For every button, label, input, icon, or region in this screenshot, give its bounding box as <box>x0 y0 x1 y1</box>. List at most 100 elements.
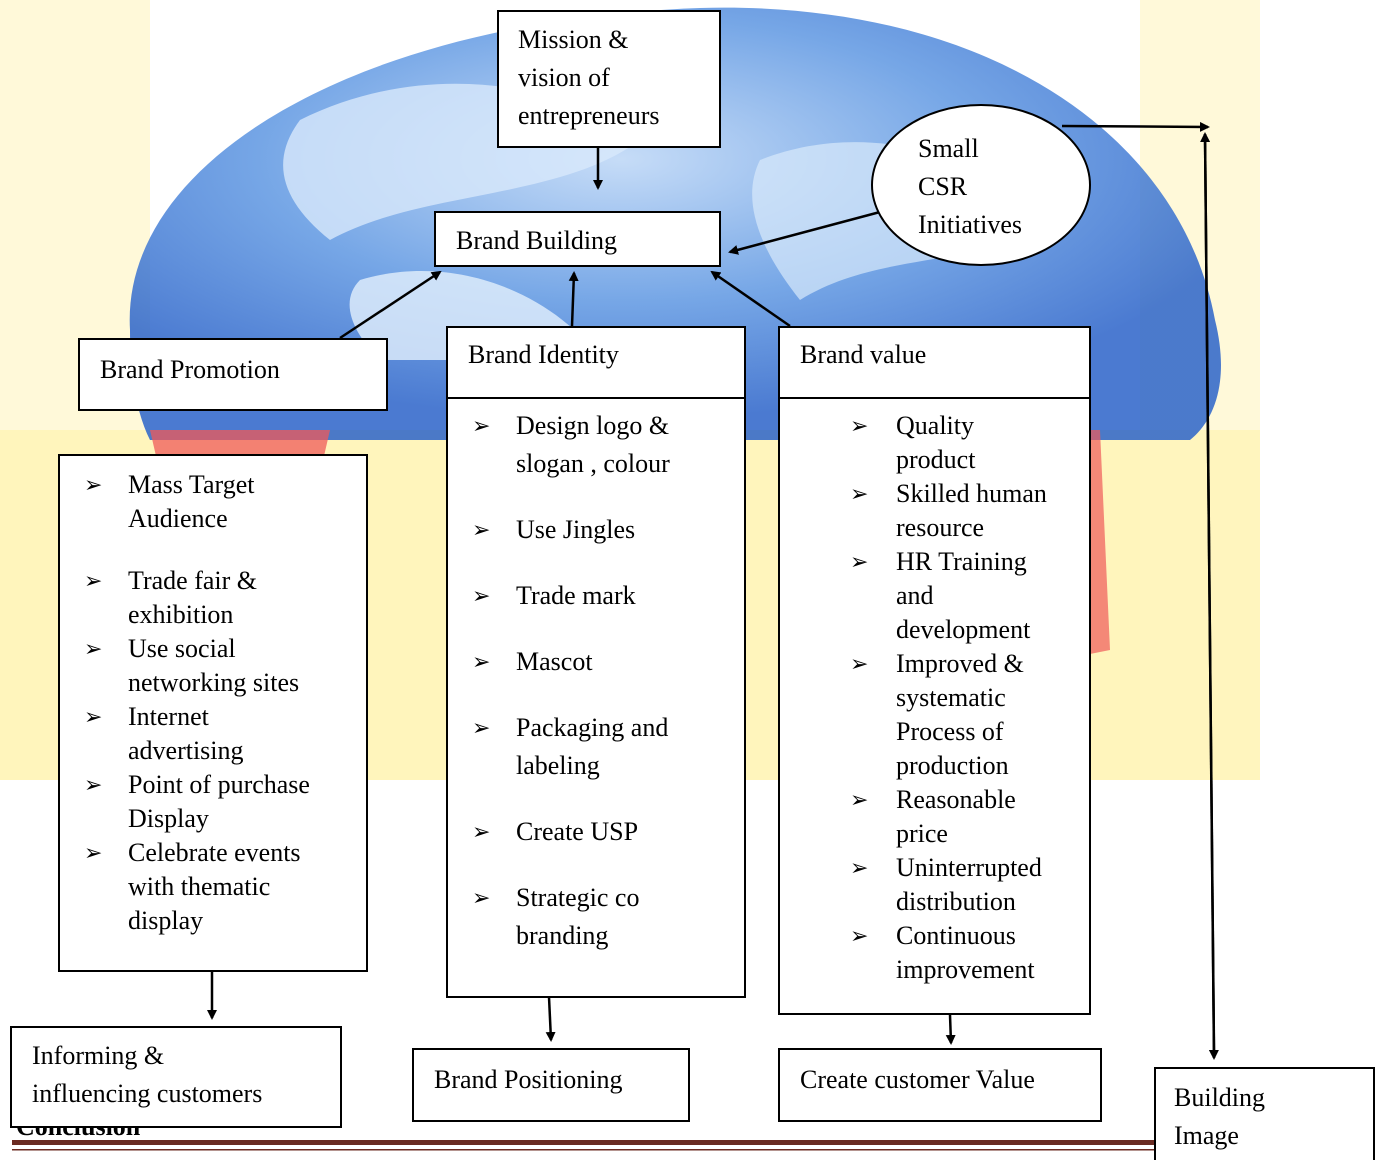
value-item-line: price <box>896 819 948 848</box>
value-item-line: Continuous <box>896 921 1016 950</box>
promotion-item-line: advertising <box>128 736 244 765</box>
promotion-list-item: ➢ Trade fair & exhibition <box>84 564 364 632</box>
mission-line-2: vision of <box>518 63 610 92</box>
value-item-line: distribution <box>896 887 1016 916</box>
bullet-arrow-icon: ➢ <box>850 787 869 812</box>
identity-list-item: ➢ Use Jingles <box>472 511 742 549</box>
brand-building-box: Brand Building <box>434 211 721 267</box>
value-item-line: development <box>896 615 1031 644</box>
promotion-item-line: Point of purchase <box>128 770 310 799</box>
identity-list-box: ➢ Design logo & slogan , colour ➢ Use Jingle… <box>446 397 746 998</box>
promotion-item-line: Display <box>128 804 209 833</box>
building-image-box: Building Image <box>1154 1067 1375 1160</box>
promotion-item-line: with thematic <box>128 872 271 901</box>
value-item-line: Skilled human <box>896 479 1047 508</box>
csr-line-2: CSR <box>918 172 968 201</box>
value-item-line: production <box>896 751 1009 780</box>
building-image-line-1: Building <box>1174 1083 1266 1112</box>
brand-positioning-label: Brand Positioning <box>434 1065 623 1094</box>
identity-list: ➢ Design logo & slogan , colour ➢ Use Jingle… <box>472 407 742 955</box>
informing-line-2: influencing customers <box>32 1079 263 1108</box>
customer-value-label: Create customer Value <box>800 1065 1035 1094</box>
promotion-item-line: Audience <box>128 504 228 533</box>
value-item-line: and <box>896 581 934 610</box>
value-item-line: Uninterrupted <box>896 853 1042 882</box>
identity-item-line: Strategic co <box>516 883 640 912</box>
mission-line-3: entrepreneurs <box>518 101 660 130</box>
brand-promotion-box: Brand Promotion <box>78 338 388 411</box>
identity-list-item: ➢ Trade mark <box>472 577 742 615</box>
value-item-line: systematic <box>896 683 1006 712</box>
bullet-arrow-icon: ➢ <box>472 583 491 608</box>
identity-item-line: Create USP <box>516 817 639 846</box>
bullet-arrow-icon: ➢ <box>850 413 869 438</box>
identity-item-line: labeling <box>516 751 600 780</box>
bullet-arrow-icon: ➢ <box>472 517 491 542</box>
building-image-line-2: Image <box>1174 1121 1239 1150</box>
identity-item-line: slogan , colour <box>516 449 670 478</box>
csr-line-1: Small <box>918 134 979 163</box>
brand-identity-box: Brand Identity <box>446 326 746 399</box>
brand-identity-label: Brand Identity <box>468 340 619 369</box>
identity-list-item: ➢ Strategic co branding <box>472 879 742 955</box>
bullet-arrow-icon: ➢ <box>84 840 103 865</box>
identity-item-line: branding <box>516 921 609 950</box>
promotion-item-line: exhibition <box>128 600 234 629</box>
identity-item-line: Packaging and <box>516 713 669 742</box>
identity-item-line: Trade mark <box>516 581 636 610</box>
bullet-arrow-icon: ➢ <box>850 651 869 676</box>
identity-item-line: Use Jingles <box>516 515 636 544</box>
identity-item-line: Design logo & <box>516 411 670 440</box>
identity-item-line: Mascot <box>516 647 593 676</box>
customer-value-box: Create customer Value <box>778 1048 1102 1122</box>
brand-value-label: Brand value <box>800 340 927 369</box>
bullet-arrow-icon: ➢ <box>84 472 103 497</box>
brand-promotion-label: Brand Promotion <box>100 355 280 384</box>
promotion-item-line: display <box>128 906 204 935</box>
mission-vision-box: Mission & vision of entrepreneurs <box>497 10 721 148</box>
informing-customers-box: Informing & influencing customers <box>10 1026 342 1128</box>
brand-value-box: Brand value <box>778 326 1091 399</box>
value-item-line: Process of <box>896 717 1004 746</box>
value-item-line: Improved & <box>896 649 1024 678</box>
promotion-item-line: Internet <box>128 702 209 731</box>
promotion-list-item: ➢ Use social networking sites <box>84 632 364 700</box>
csr-line-3: Initiatives <box>918 210 1022 239</box>
bullet-arrow-icon: ➢ <box>84 704 103 729</box>
bullet-arrow-icon: ➢ <box>472 649 491 674</box>
bullet-arrow-icon: ➢ <box>850 855 869 880</box>
promotion-item-line: Celebrate events <box>128 838 301 867</box>
value-item-line: Reasonable <box>896 785 1016 814</box>
brand-building-label: Brand Building <box>456 226 618 255</box>
bullet-arrow-icon: ➢ <box>84 636 103 661</box>
bullet-arrow-icon: ➢ <box>84 568 103 593</box>
promotion-item-line: Trade fair & <box>128 566 258 595</box>
bullet-arrow-icon: ➢ <box>84 772 103 797</box>
promotion-item-line: networking sites <box>128 668 300 697</box>
promotion-list-item: ➢ Internet advertising <box>84 700 364 768</box>
bullet-arrow-icon: ➢ <box>850 549 869 574</box>
identity-list-item: ➢ Mascot <box>472 643 742 681</box>
bullet-arrow-icon: ➢ <box>472 413 491 438</box>
value-item-line: improvement <box>896 955 1035 984</box>
value-list-item: ➢ Uninterrupted distribution <box>850 851 1085 919</box>
bullet-arrow-icon: ➢ <box>472 885 491 910</box>
bullet-arrow-icon: ➢ <box>472 715 491 740</box>
brand-positioning-box: Brand Positioning <box>412 1048 690 1122</box>
mission-line-1: Mission & <box>518 25 629 54</box>
informing-line-1: Informing & <box>32 1041 165 1070</box>
identity-list-item: ➢ Design logo & slogan , colour <box>472 407 742 483</box>
promotion-item-line: Use social <box>128 634 236 663</box>
promotion-list-item: ➢ Celebrate events with thematic display <box>84 836 364 938</box>
promotion-item-line: Mass Target <box>128 470 255 499</box>
